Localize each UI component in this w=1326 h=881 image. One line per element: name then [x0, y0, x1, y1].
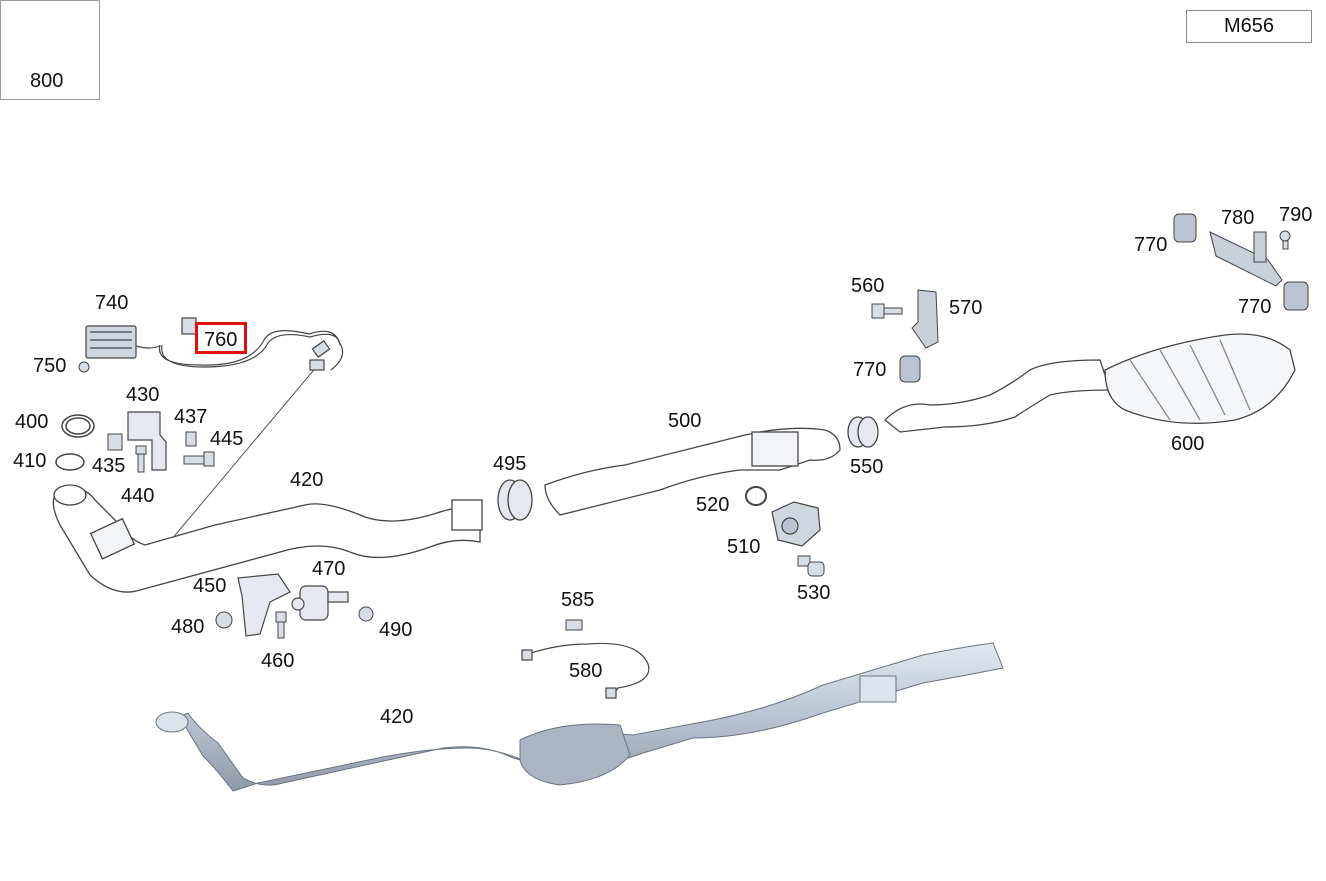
callout-450[interactable]: 450: [193, 575, 227, 597]
legend-part-number: 800: [30, 70, 64, 92]
callout-420-upper[interactable]: 420: [290, 469, 324, 491]
actuator-510[interactable]: [771, 501, 821, 547]
bracket-450[interactable]: [237, 573, 291, 637]
bolt-790[interactable]: [1279, 230, 1291, 250]
callout-420-lower[interactable]: 420: [380, 706, 414, 728]
callout-495[interactable]: 495: [493, 453, 527, 475]
clamp-550[interactable]: [847, 416, 879, 448]
middle-pipe-500[interactable]: [544, 427, 841, 516]
rear-muffler-600[interactable]: [884, 333, 1296, 433]
callout-770-a[interactable]: 770: [853, 359, 887, 381]
callout-410[interactable]: 410: [13, 450, 47, 472]
clamp-495[interactable]: [497, 479, 533, 521]
bolt-530[interactable]: [797, 555, 825, 577]
sensor-harness-760[interactable]: [158, 317, 344, 371]
callout-750[interactable]: 750: [33, 355, 67, 377]
callout-500[interactable]: 500: [668, 410, 702, 432]
rubber-mount-770-a[interactable]: [899, 355, 921, 383]
mount-470[interactable]: [291, 585, 349, 621]
callout-460[interactable]: 460: [261, 650, 295, 672]
callout-760[interactable]: 760: [204, 329, 238, 351]
callout-430[interactable]: 430: [126, 384, 160, 406]
model-code: M656: [1186, 10, 1312, 43]
exhaust-pipe-420-lower[interactable]: [155, 642, 1004, 792]
rubber-mount-770-c[interactable]: [1283, 281, 1309, 311]
callout-490[interactable]: 490: [379, 619, 413, 641]
callout-510[interactable]: 510: [727, 536, 761, 558]
nut-480[interactable]: [215, 611, 233, 629]
callout-440[interactable]: 440: [121, 485, 155, 507]
sensor-cable-580[interactable]: [521, 642, 650, 699]
bolt-445[interactable]: [183, 451, 215, 467]
clip-437[interactable]: [185, 431, 197, 447]
callout-437[interactable]: 437: [174, 406, 208, 428]
callout-530[interactable]: 530: [797, 582, 831, 604]
bolt-440[interactable]: [135, 445, 147, 473]
callout-445[interactable]: 445: [210, 428, 244, 450]
callout-770-b[interactable]: 770: [1134, 234, 1168, 256]
nut-750[interactable]: [78, 361, 90, 373]
callout-570[interactable]: 570: [949, 297, 983, 319]
leader-line: [165, 364, 319, 547]
clamp-520[interactable]: [745, 486, 767, 506]
exhaust-pipe-420-upper[interactable]: [52, 484, 483, 593]
legend-box-800: 800: [0, 0, 100, 100]
callout-480[interactable]: 480: [171, 616, 205, 638]
callout-780[interactable]: 780: [1221, 207, 1255, 229]
callout-560[interactable]: 560: [851, 275, 885, 297]
control-unit-740[interactable]: [85, 325, 161, 359]
callout-520[interactable]: 520: [696, 494, 730, 516]
callout-740[interactable]: 740: [95, 292, 129, 314]
callout-790[interactable]: 790: [1279, 204, 1313, 226]
callout-580[interactable]: 580: [569, 660, 603, 682]
clip-585[interactable]: [565, 619, 583, 631]
bracket-430[interactable]: [127, 411, 167, 471]
highlighted-callout-760[interactable]: 760: [195, 322, 247, 354]
bolt-560[interactable]: [871, 303, 903, 319]
bolt-460[interactable]: [275, 611, 287, 639]
bracket-780[interactable]: [1209, 231, 1283, 287]
callout-435[interactable]: 435: [92, 455, 126, 477]
callout-550[interactable]: 550: [850, 456, 884, 478]
bracket-570[interactable]: [911, 289, 939, 349]
callout-470[interactable]: 470: [312, 558, 346, 580]
rubber-mount-770-b[interactable]: [1173, 213, 1197, 243]
callout-400[interactable]: 400: [15, 411, 49, 433]
callout-600[interactable]: 600: [1171, 433, 1205, 455]
nut-490[interactable]: [358, 606, 374, 622]
callout-770-c[interactable]: 770: [1238, 296, 1272, 318]
spacer-435[interactable]: [107, 433, 123, 451]
callout-585[interactable]: 585: [561, 589, 595, 611]
gasket-410[interactable]: [55, 453, 85, 471]
clamp-400[interactable]: [61, 414, 95, 438]
